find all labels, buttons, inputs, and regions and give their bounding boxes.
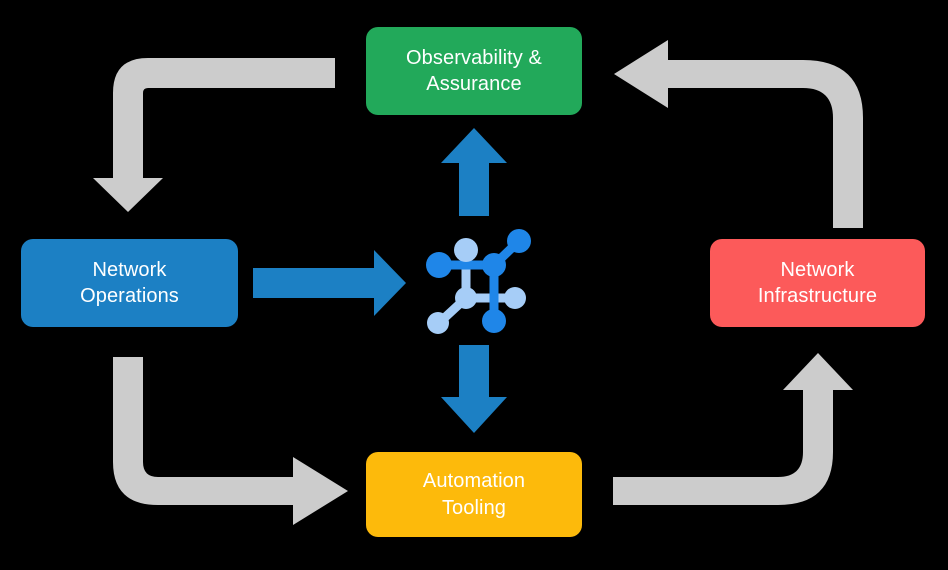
node-box-network-infrastructure[interactable]: Network Infrastructure [710,239,925,327]
arrow-operations-to-center [253,250,406,316]
node-label-network-operations: Network Operations [80,258,179,307]
arrow-center-to-automation [441,345,507,433]
arrow-center-to-observability [441,128,507,216]
node-box-automation-tooling[interactable]: Automation Tooling [366,452,582,537]
node-label-network-infrastructure: Network Infrastructure [757,258,878,307]
icon-nodes [426,229,531,334]
arrow-operations-to-automation [113,357,348,525]
network-topology-icon [418,218,538,338]
node-box-observability[interactable]: Observability & Assurance [366,27,582,115]
node-label-observability: Observability & Assurance [406,46,542,95]
node-label-automation-tooling: Automation Tooling [422,470,526,519]
arrow-observability-to-operations [93,58,335,212]
arrow-automation-to-infrastructure [613,353,853,505]
node-box-network-operations[interactable]: Network Operations [21,239,238,327]
arrow-infrastructure-to-observability [614,40,863,228]
